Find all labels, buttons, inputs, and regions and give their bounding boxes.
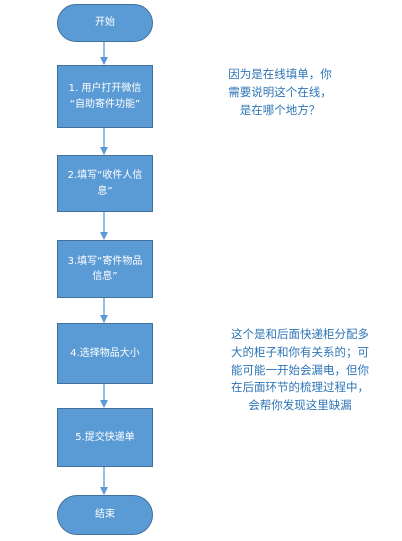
step-1-label: 1. 用户打开微信 “自助寄件功能” (68, 83, 142, 110)
step-2-label: 2.填写“收件人信 息” (67, 170, 143, 197)
step-1-box: 1. 用户打开微信 “自助寄件功能” (57, 65, 153, 128)
end-node: 结束 (57, 495, 153, 535)
step-5-label: 5.提交快递单 (75, 431, 135, 443)
review-comment-online-form: 因为是在线填单，你 需要说明这个在线， 是在哪个地方？ (228, 67, 332, 117)
step-4-box: 4.选择物品大小 (57, 323, 153, 384)
start-label: 开始 (95, 17, 115, 29)
step-3-box: 3.填写“寄件物品 信息” (57, 240, 153, 298)
end-label: 结束 (95, 509, 115, 521)
step-3-label: 3.填写“寄件物品 信息” (67, 255, 143, 283)
review-comment-item-size: 这个是和后面快递柜分配多 大的柜子和你有关系的；可 能可能一开始会漏电，但你 在… (231, 327, 369, 413)
step-2-box: 2.填写“收件人信 息” (57, 155, 153, 212)
step-4-label: 4.选择物品大小 (70, 347, 140, 359)
start-node: 开始 (57, 4, 153, 42)
step-5-box: 5.提交快递单 (57, 408, 153, 467)
